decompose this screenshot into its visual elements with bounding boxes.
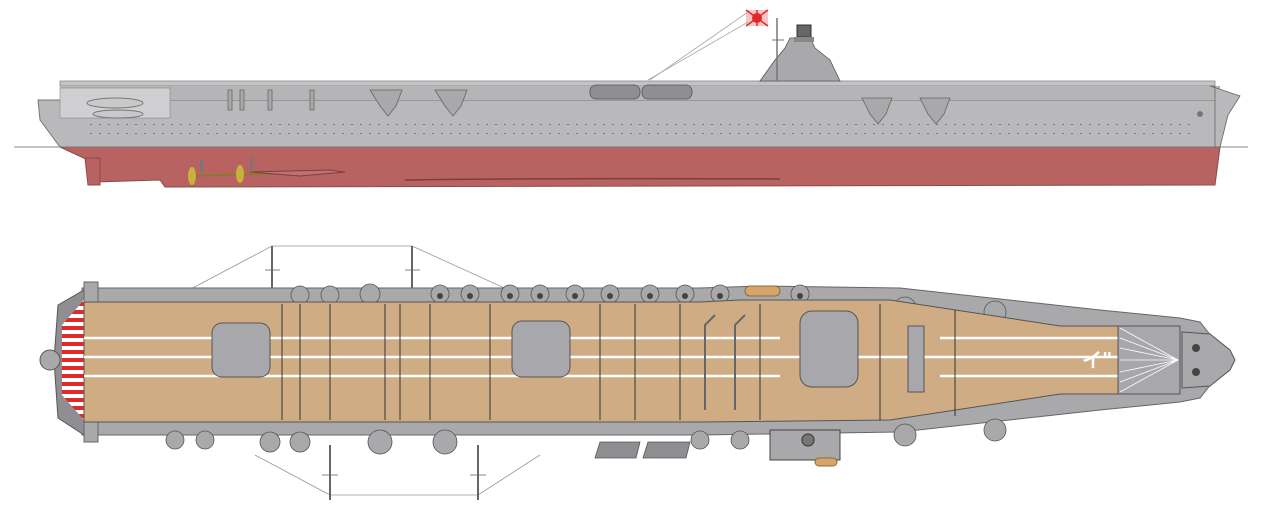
deck-marking-text: イ" bbox=[1082, 348, 1112, 372]
radio-masts-bottom bbox=[254, 445, 541, 500]
flight-deck-edge bbox=[59, 80, 1216, 87]
propeller-shafts bbox=[188, 158, 346, 185]
roundown-stripes bbox=[62, 300, 84, 420]
bilge-keel bbox=[404, 177, 781, 181]
halyard-line bbox=[647, 21, 749, 81]
anchor-windlass bbox=[1192, 344, 1200, 352]
side-profile-view bbox=[0, 0, 1280, 200]
ensign-flag bbox=[647, 9, 769, 81]
lower-hull bbox=[59, 146, 1221, 188]
bow bbox=[1209, 85, 1241, 148]
sponsons-bottom bbox=[165, 418, 1007, 455]
mid-elevator bbox=[511, 320, 571, 378]
arrester-wires bbox=[281, 304, 956, 420]
plan-drawing: イ" bbox=[39, 245, 1236, 500]
searchlight-platform bbox=[744, 285, 781, 297]
searchlight-platform bbox=[814, 457, 838, 467]
forward-elevator bbox=[799, 310, 859, 388]
island-plan bbox=[769, 429, 841, 467]
rudder bbox=[84, 157, 101, 186]
forecastle bbox=[1181, 331, 1236, 389]
propeller-icon bbox=[188, 167, 196, 185]
top-plan-view: イ" bbox=[0, 230, 1280, 519]
wind-screen bbox=[907, 325, 925, 393]
island-superstructure bbox=[759, 18, 841, 82]
bow-fan-lines bbox=[1119, 327, 1179, 393]
gun-sponsons bbox=[227, 89, 951, 125]
boat bbox=[92, 109, 144, 119]
halyard-line bbox=[649, 11, 749, 81]
boats-midship bbox=[589, 84, 693, 100]
crash-barriers bbox=[704, 314, 746, 410]
boats-bottom bbox=[594, 441, 691, 459]
aa-guns-top bbox=[437, 293, 803, 299]
propeller-icon bbox=[236, 165, 244, 183]
boat bbox=[86, 97, 144, 109]
portholes bbox=[90, 124, 1190, 125]
profile-drawing bbox=[14, 9, 1248, 188]
porthole-row bbox=[90, 133, 1190, 134]
anchor-hawse bbox=[1197, 111, 1203, 117]
aft-elevator bbox=[211, 322, 271, 378]
upper-hull bbox=[37, 99, 1236, 148]
stern-gun bbox=[39, 349, 61, 371]
anchor-windlass bbox=[1192, 368, 1200, 376]
